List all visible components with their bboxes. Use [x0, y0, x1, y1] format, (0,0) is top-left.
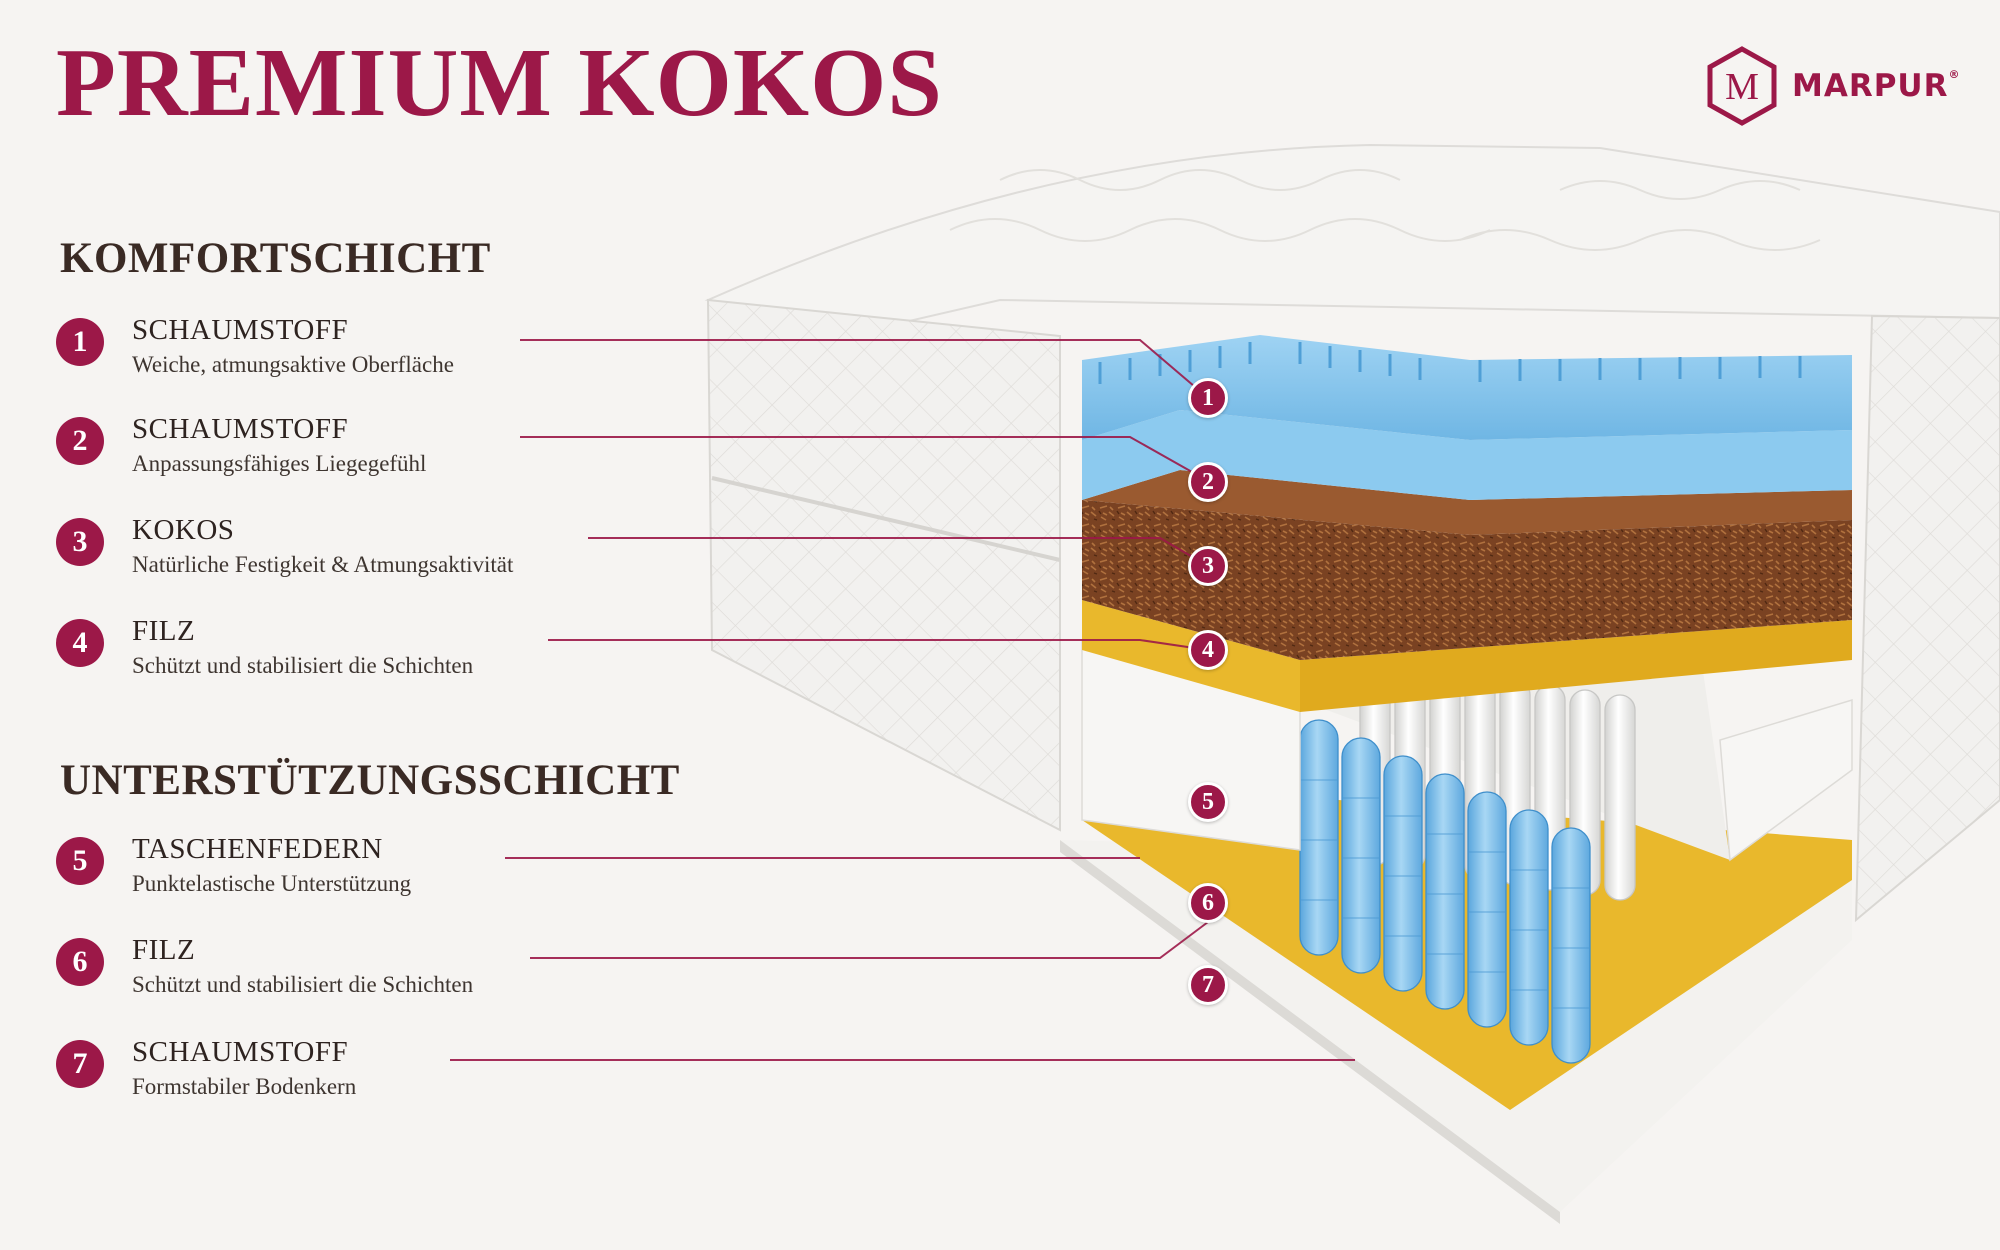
brand-name: MARPUR® — [1792, 68, 1960, 104]
foam-layer-1 — [1082, 335, 1852, 440]
layer-description: Weiche, atmungsaktive Oberfläche — [132, 352, 454, 377]
mattress-side-seam — [711, 476, 1061, 562]
legend-number-badge: 4 — [56, 619, 104, 667]
brand-name-text: MARPUR — [1792, 68, 1949, 104]
layer-description: Anpassungsfähiges Liegegefühl — [132, 451, 427, 476]
legend-item-2: 2 SCHAUMSTOFF Anpassungsfähiges Liegegef… — [56, 411, 426, 481]
diagram-marker-5: 5 — [1188, 782, 1228, 822]
connector-line-2 — [520, 436, 1209, 482]
layer-name: SCHAUMSTOFF — [132, 314, 349, 346]
legend-number-badge: 5 — [56, 837, 104, 885]
layer-name: TASCHENFEDERN — [132, 833, 383, 865]
spring-frame-right — [1719, 698, 1853, 862]
blue-spring-coils — [1299, 719, 1591, 1064]
felt-top-layer-right — [1300, 620, 1852, 712]
legend-number-badge: 3 — [56, 518, 104, 566]
top-quilting — [949, 169, 1821, 251]
legend-number-badge: 7 — [56, 1040, 104, 1088]
foam-layer-2 — [1082, 410, 1852, 500]
diagram-marker-1: 1 — [1188, 378, 1228, 418]
legend-number-badge: 6 — [56, 938, 104, 986]
layer-name: SCHAUMSTOFF — [132, 413, 349, 445]
legend-item-1: 1 SCHAUMSTOFF Weiche, atmungsaktive Ober… — [56, 312, 454, 382]
felt-bottom-layer — [1082, 780, 1852, 1110]
coconut-layer — [1082, 500, 1852, 660]
legend-item-6: 6 FILZ Schützt und stabilisiert die Schi… — [56, 932, 473, 1002]
foam-ribs — [1098, 342, 1802, 384]
layer-description: Punktelastische Unterstützung — [132, 871, 412, 896]
section-title-comfort: KOMFORTSCHICHT — [60, 235, 491, 282]
layer-description: Formstabiler Bodenkern — [132, 1074, 357, 1099]
brand-logo: M MARPUR® — [1706, 46, 1960, 126]
legend-item-7: 7 SCHAUMSTOFF Formstabiler Bodenkern — [56, 1034, 356, 1104]
legend-number-badge: 2 — [56, 417, 104, 465]
layer-name: FILZ — [132, 615, 196, 647]
coconut-layer-top — [1082, 470, 1852, 535]
layer-name: KOKOS — [132, 514, 235, 546]
diagram-marker-6: 6 — [1188, 883, 1228, 923]
registered-mark: ® — [1948, 68, 1961, 81]
legend-item-3: 3 KOKOS Natürliche Festigkeit & Atmungsa… — [56, 512, 513, 582]
logo-letter: M — [1725, 66, 1759, 108]
legend-item-4: 4 FILZ Schützt und stabilisiert die Schi… — [56, 613, 473, 683]
legend-item-5: 5 TASCHENFEDERN Punktelastische Unterstü… — [56, 831, 411, 901]
page-title: PREMIUM KOKOS — [56, 29, 943, 137]
connector-lines — [450, 339, 1355, 1061]
diagram-marker-3: 3 — [1188, 546, 1228, 586]
layer-name: SCHAUMSTOFF — [132, 1036, 349, 1068]
layer-description: Schützt und stabilisiert die Schichten — [132, 653, 474, 678]
diagram-marker-4: 4 — [1188, 630, 1228, 670]
section-title-support: UNTERSTÜTZUNGSSCHICHT — [60, 757, 680, 804]
mattress-top-surface — [704, 143, 2000, 332]
mattress-right-side — [1854, 314, 2000, 923]
diagram-marker-2: 2 — [1188, 462, 1228, 502]
layer-description: Natürliche Festigkeit & Atmungsaktivität — [132, 552, 514, 577]
connector-line-6 — [530, 921, 1209, 959]
connector-line-4 — [548, 639, 1209, 651]
layer-description: Schützt und stabilisiert die Schichten — [132, 972, 474, 997]
diagram-marker-7: 7 — [1188, 965, 1228, 1005]
bottom-foam-edge — [1060, 840, 1560, 1224]
layer-name: FILZ — [132, 934, 196, 966]
legend-number-badge: 1 — [56, 318, 104, 366]
mattress-left-side — [706, 298, 1061, 832]
connector-line-1 — [520, 339, 1209, 399]
hexagon-logo-icon: M — [1707, 46, 1777, 126]
